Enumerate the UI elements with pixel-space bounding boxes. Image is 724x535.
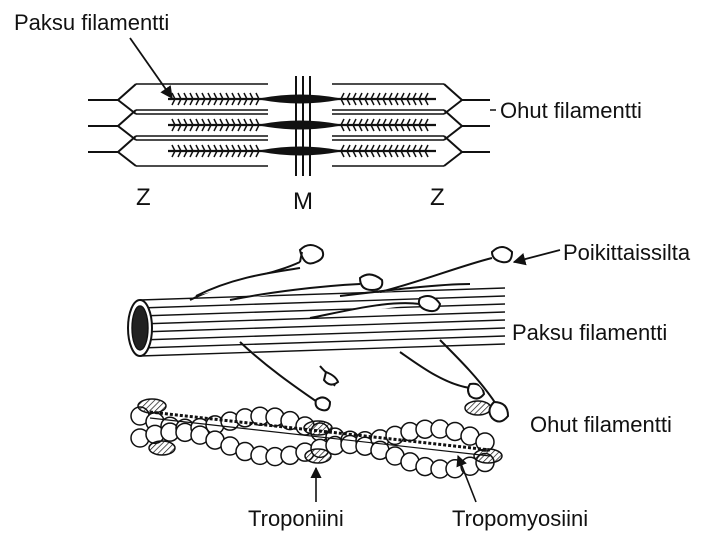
z-line-right <box>444 84 490 166</box>
label-z-left: Z <box>136 186 151 210</box>
label-troponin: Troponiini <box>248 508 344 530</box>
actin-beads <box>131 407 494 478</box>
label-cross-bridge: Poikittaissilta <box>563 242 690 264</box>
label-m-line: M <box>293 190 313 214</box>
cross-bridge-leader <box>514 250 560 262</box>
label-thick-filament-bottom: Paksu filamentti <box>512 322 667 344</box>
label-z-right: Z <box>430 186 445 210</box>
sarcomere <box>88 38 496 176</box>
thick-filament-body <box>128 288 505 356</box>
z-line-left <box>88 84 136 166</box>
label-thin-filament-top: Ohut filamentti <box>500 100 642 122</box>
label-thin-filament-bottom: Ohut filamentti <box>530 414 672 436</box>
label-tropomyosin: Tropomyosiini <box>452 508 588 530</box>
label-thick-filament-top: Paksu filamentti <box>14 12 169 34</box>
molecular-view <box>128 245 560 502</box>
thick-filament-leader <box>130 38 172 98</box>
